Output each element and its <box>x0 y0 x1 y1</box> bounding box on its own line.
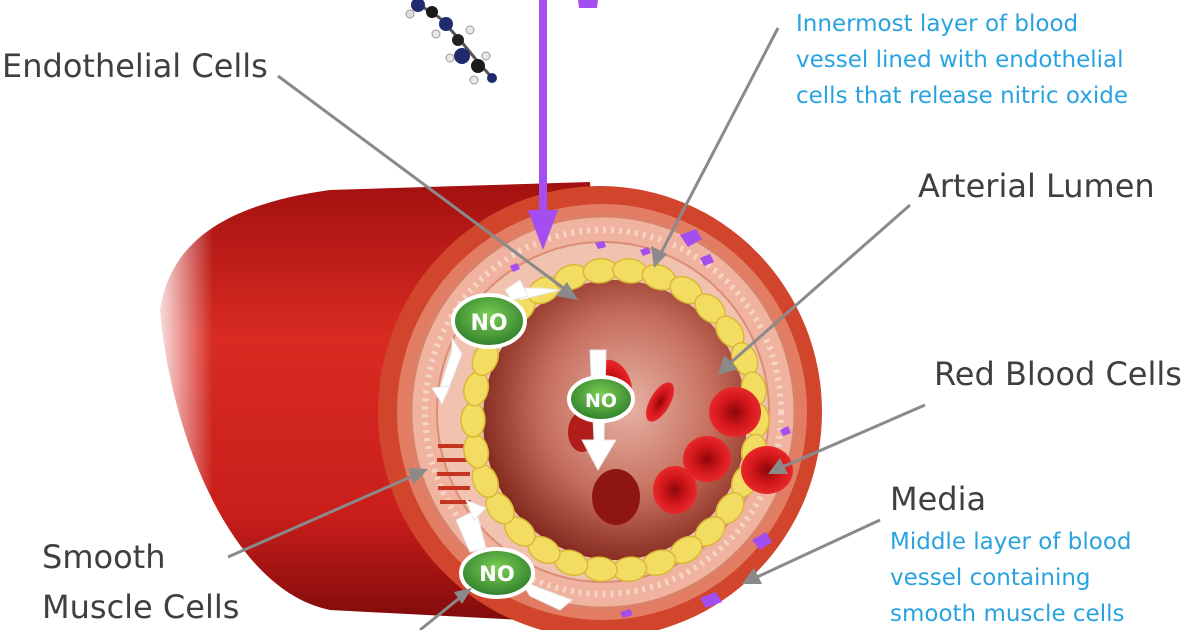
media-description-line: vessel containing <box>890 565 1091 591</box>
leader-media <box>742 518 881 584</box>
leader-lines <box>227 27 926 630</box>
no-diffusion-arrows <box>431 279 617 611</box>
endothelial-cell <box>460 402 486 438</box>
leader-endothelial-cells <box>277 74 578 300</box>
intima-description-line: Innermost layer of blood <box>796 11 1079 37</box>
leader-bottom-no <box>419 588 472 630</box>
media-description-line: smooth muscle cells <box>890 601 1125 627</box>
endothelial-cells-label: Endothelial Cells <box>2 47 268 85</box>
no-badge-label: NO <box>585 390 617 412</box>
no-badge-label: NO <box>470 311 507 336</box>
leader-smooth-muscle-cells <box>227 468 428 559</box>
no-badge-label: NO <box>479 562 514 586</box>
no-badge-center: NO <box>567 375 635 423</box>
intima-description-line: vessel lined with endothelial <box>796 47 1124 73</box>
intima-description-line: cells that release nitric oxide <box>796 83 1128 109</box>
smooth-muscle-striations <box>437 444 471 504</box>
smooth-muscle-cells-line: Smooth <box>42 538 166 576</box>
no-badge-top-left: NO <box>451 293 527 349</box>
media-description: Middle layer of blood vessel containing … <box>890 524 1132 630</box>
media-label: Media <box>890 480 987 518</box>
arterial-lumen-label: Arterial Lumen <box>918 167 1155 205</box>
purple-specks <box>510 229 791 618</box>
molecule-icon <box>405 0 497 85</box>
no-badge-bottom-left: NO <box>459 547 535 599</box>
nitroglycerin-arrow <box>528 0 598 250</box>
red-blood-cells-label: Red Blood Cells <box>934 355 1182 393</box>
leader-arterial-lumen <box>718 203 911 375</box>
leader-intima <box>651 27 780 268</box>
smooth-muscle-cells-line: Muscle Cells <box>42 588 240 626</box>
leader-red-blood-cells <box>768 403 926 474</box>
smooth-muscle-cells-label: Smooth Muscle Cells <box>42 532 239 630</box>
red-blood-cells <box>568 359 793 525</box>
media-description-line: Middle layer of blood <box>890 529 1132 555</box>
intima-description: Innermost layer of blood vessel lined wi… <box>796 6 1128 114</box>
